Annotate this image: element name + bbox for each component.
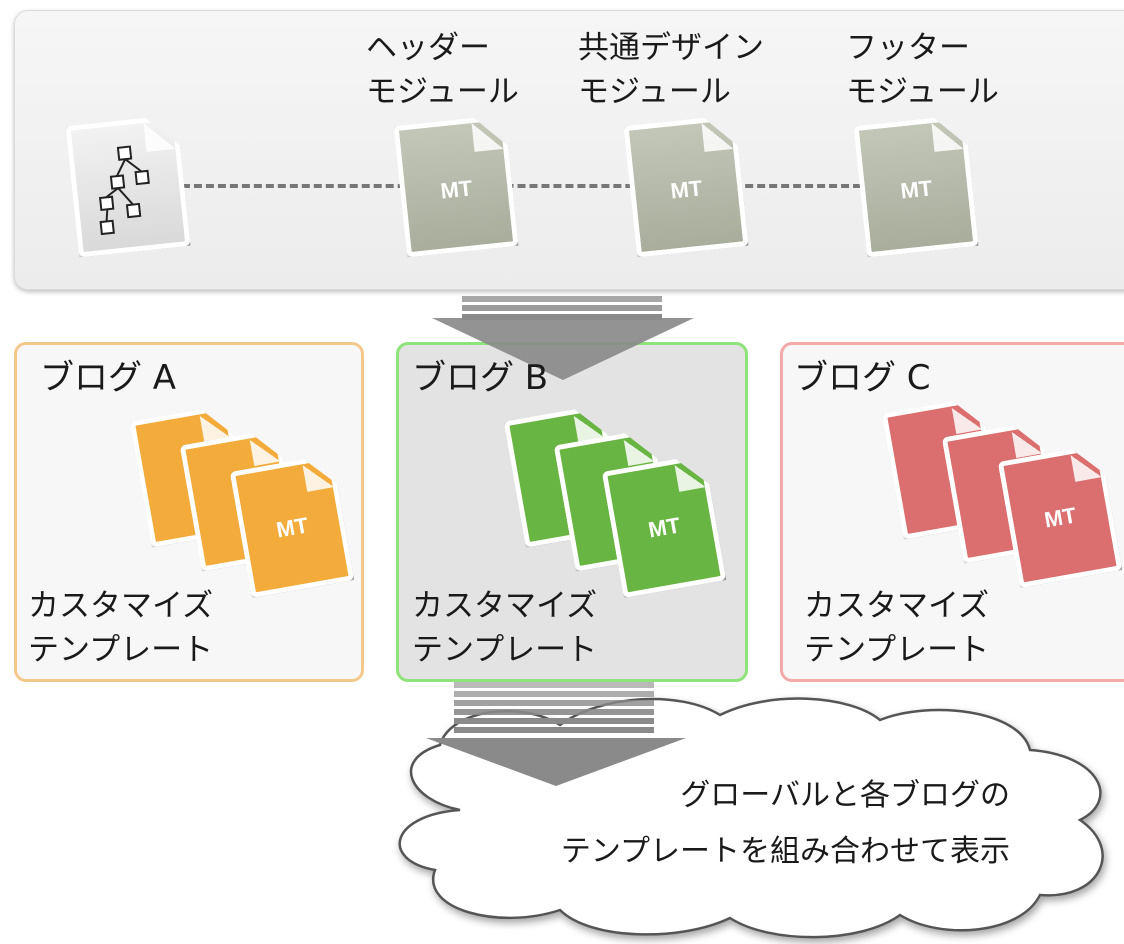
down-arrow-stripes-top [462, 296, 662, 320]
blog-a-label-line1: カスタマイズ [28, 588, 214, 624]
common-design-module-label-line1: 共通デザイン [578, 30, 764, 66]
common-design-module-label-line2: モジュール [578, 74, 731, 110]
result-line2: テンプレートを組み合わせて表示 [560, 834, 1010, 869]
blog-c-badge: MT [1042, 502, 1079, 533]
blog-c-title: ブログ C [794, 358, 931, 398]
blog-b-label-line2: テンプレート [412, 632, 598, 668]
blog-c-label-line1: カスタマイズ [804, 588, 990, 624]
module-connector-line [170, 184, 885, 188]
blog-b-title: ブログ B [412, 358, 549, 398]
sitemap-tree-icon [71, 120, 183, 250]
blog-a-badge: MT [274, 512, 311, 543]
footer-module-label-line1: フッター [846, 30, 970, 66]
down-arrow-to-result-icon [426, 738, 686, 786]
header-module-label-line2: モジュール [366, 74, 519, 110]
down-arrow-stripes-bottom [454, 682, 654, 733]
blog-b-badge: MT [646, 512, 683, 543]
header-module-label: ヘッダー モジュール [366, 26, 519, 114]
blog-c-custom-template-label: カスタマイズ テンプレート [804, 584, 989, 672]
result-description: グローバルと各ブログの テンプレートを組み合わせて表示 [440, 768, 1010, 880]
blog-a-custom-template-label: カスタマイズ テンプレート [28, 584, 213, 672]
blog-a-title: ブログ A [40, 358, 177, 398]
result-line1: グローバルと各ブログの [680, 778, 1010, 813]
common-design-module-badge: MT [669, 175, 704, 204]
header-module-badge: MT [439, 175, 474, 204]
down-arrow-to-blogs-icon [432, 318, 694, 380]
common-design-module-label: 共通デザイン モジュール [578, 26, 764, 114]
footer-module-label: フッター モジュール [846, 26, 999, 114]
header-module-label-line1: ヘッダー [366, 30, 490, 66]
sitemap-document-icon [65, 115, 190, 258]
blog-c-label-line2: テンプレート [804, 632, 990, 668]
blog-b-label-line1: カスタマイズ [412, 588, 598, 624]
blog-b-custom-template-label: カスタマイズ テンプレート [412, 584, 597, 672]
footer-module-badge: MT [899, 175, 934, 204]
footer-module-label-line2: モジュール [846, 74, 999, 110]
blog-a-label-line2: テンプレート [28, 632, 214, 668]
